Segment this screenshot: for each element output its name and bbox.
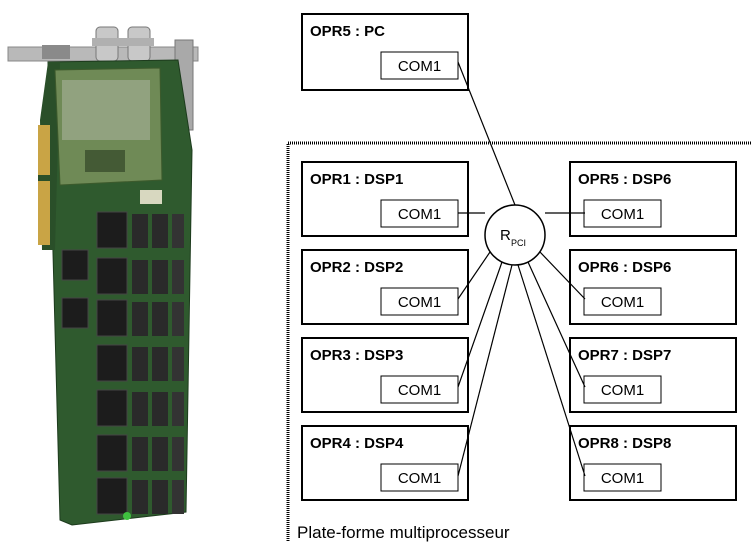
memory-chip xyxy=(172,347,184,381)
node-pc: OPR5 : PC COM1 xyxy=(301,13,469,91)
right-node-port: COM1 xyxy=(601,382,644,399)
left-node-port: COM1 xyxy=(398,206,441,223)
memory-chip xyxy=(172,437,184,471)
memory-chip xyxy=(152,214,168,248)
dsp-chip xyxy=(96,434,128,472)
memory-chip xyxy=(172,260,184,294)
memory-chip xyxy=(132,437,148,471)
pci-edge-connector xyxy=(38,125,50,245)
right-node-port: COM1 xyxy=(601,294,644,311)
memory-chip xyxy=(152,480,168,514)
node-pc-port: COM1 xyxy=(398,58,441,75)
fpga-chip xyxy=(61,249,89,281)
pci-router: R PCI xyxy=(484,204,546,266)
link-left-3 xyxy=(457,261,503,388)
daughter-board xyxy=(54,67,163,186)
dsp-chip xyxy=(96,257,128,295)
memory-chip xyxy=(132,392,148,426)
link-left-2 xyxy=(457,251,491,300)
left-node-title: OPR2 : DSP2 xyxy=(310,259,403,276)
fpga-chip xyxy=(61,297,89,329)
dsp-chip xyxy=(96,299,128,337)
right-node-port: COM1 xyxy=(601,206,644,223)
platform-label: Plate-forme multiprocesseur xyxy=(297,523,510,542)
memory-chip xyxy=(172,302,184,336)
right-node-port: COM1 xyxy=(601,470,644,487)
right-node-title: OPR5 : DSP6 xyxy=(578,171,671,188)
platform-boundary xyxy=(286,141,752,542)
right-node-title: OPR6 : DSP6 xyxy=(578,259,671,276)
memory-chip xyxy=(152,302,168,336)
chip-grid xyxy=(61,211,184,515)
memory-chip xyxy=(152,392,168,426)
sticker-label xyxy=(140,190,162,204)
link-right-3 xyxy=(527,261,586,388)
left-node-title: OPR1 : DSP1 xyxy=(310,171,403,188)
memory-chip xyxy=(132,302,148,336)
left-node-port: COM1 xyxy=(398,382,441,399)
left-node-port: COM1 xyxy=(398,294,441,311)
dsp-chip xyxy=(96,211,128,249)
left-node-port: COM1 xyxy=(398,470,441,487)
memory-chip xyxy=(132,260,148,294)
link-left-4 xyxy=(457,264,513,477)
router-subscript: PCI xyxy=(511,238,526,248)
left-node-title: OPR4 : DSP4 xyxy=(310,435,404,452)
link-right-2 xyxy=(539,251,586,300)
memory-chip xyxy=(132,214,148,248)
left-node-title: OPR3 : DSP3 xyxy=(310,347,403,364)
memory-chip xyxy=(152,260,168,294)
right-node-title: OPR8 : DSP8 xyxy=(578,435,671,452)
dsp-chip xyxy=(96,477,128,515)
memory-chip xyxy=(152,347,168,381)
status-led xyxy=(123,512,131,520)
memory-chip xyxy=(172,480,184,514)
router-letter: R xyxy=(500,227,511,244)
memory-chip xyxy=(172,214,184,248)
dsp-chip xyxy=(96,344,128,382)
right-node-title: OPR7 : DSP7 xyxy=(578,347,671,364)
link-right-4 xyxy=(517,264,586,477)
memory-chip xyxy=(132,347,148,381)
dsp-chip xyxy=(96,389,128,427)
link-pc xyxy=(457,61,516,206)
memory-chip xyxy=(132,480,148,514)
node-pc-title: OPR5 : PC xyxy=(310,23,385,40)
memory-chip xyxy=(172,392,184,426)
memory-chip xyxy=(152,437,168,471)
